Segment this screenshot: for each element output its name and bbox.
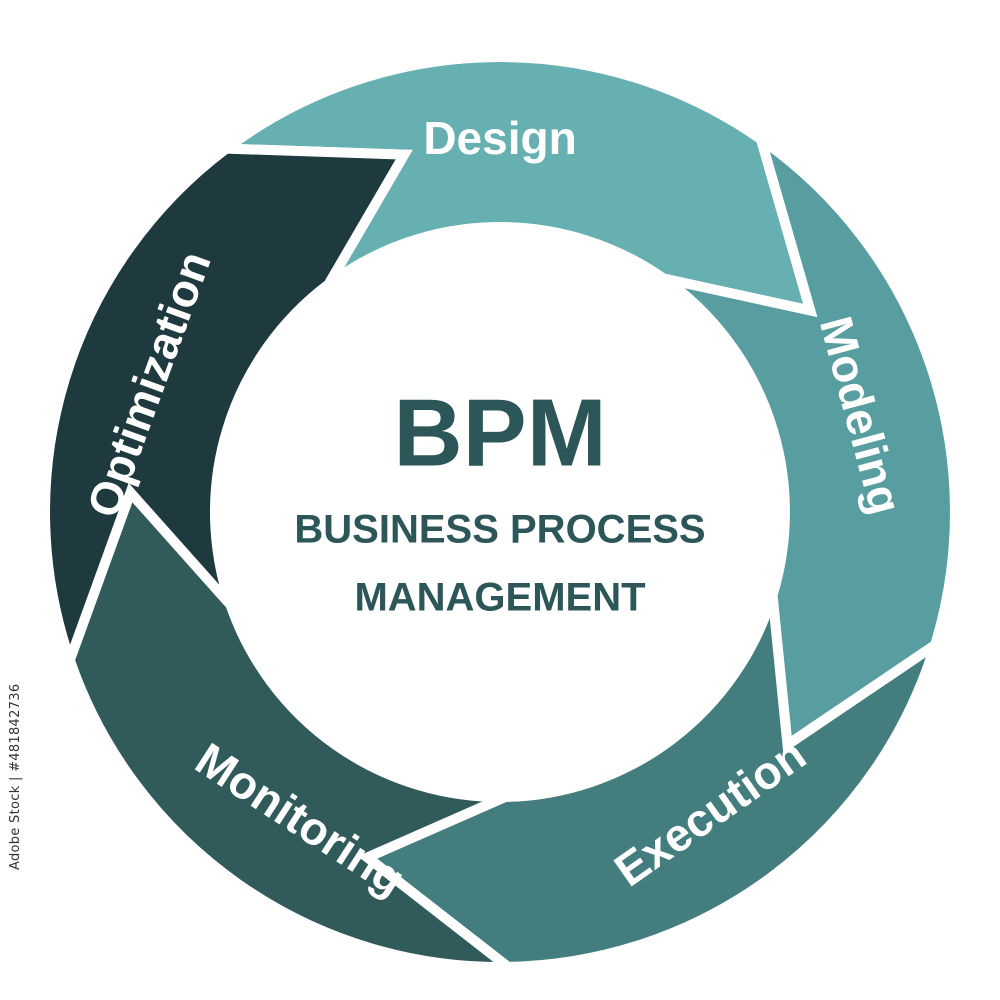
segment-design: Design <box>211 51 818 318</box>
segment-execution: Execution <box>357 593 945 972</box>
center-subtitle-line1: BUSINESS PROCESS <box>294 508 705 552</box>
stock-credit: Adobe Stock | #481842736 <box>8 683 23 870</box>
center-title: BPM <box>393 379 606 486</box>
segment-monitoring-arrow <box>64 483 523 972</box>
center-subtitle-line2: MANAGEMENT <box>354 576 645 620</box>
segment-optimization: Optimization <box>40 143 413 676</box>
segment-execution-arrow <box>357 593 945 972</box>
segment-optimization-arrow <box>40 143 413 676</box>
segment-design-arrow <box>211 51 818 318</box>
segment-modeling-arrow <box>660 127 960 754</box>
segment-design-label: Design <box>423 112 576 164</box>
segment-monitoring: Monitoring <box>64 483 523 972</box>
segment-modeling: Modeling <box>660 127 960 754</box>
